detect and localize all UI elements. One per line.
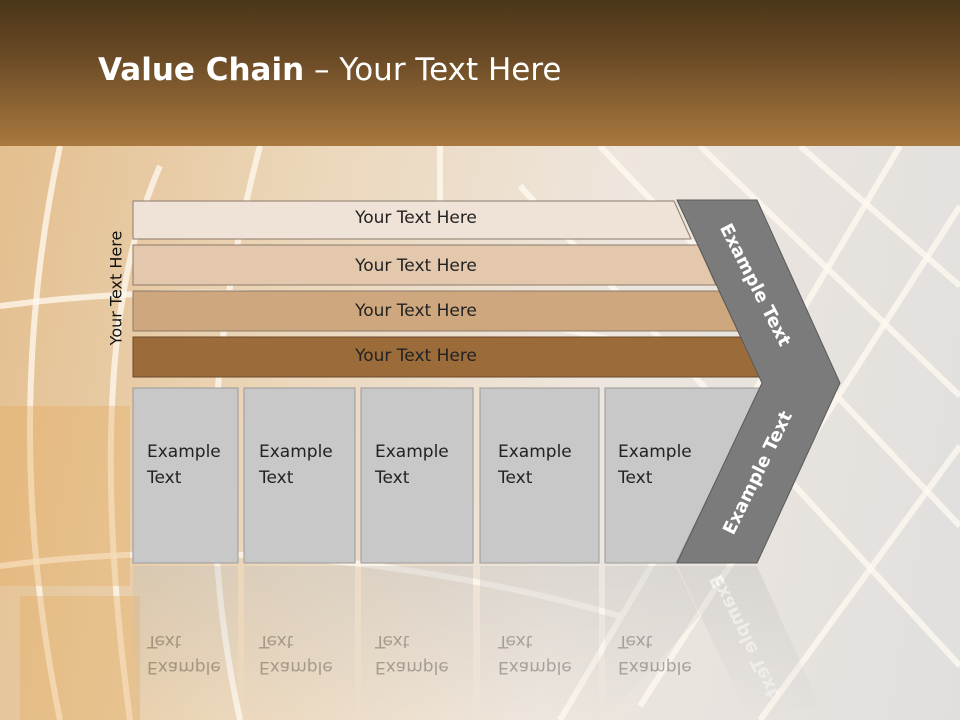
reflection-box-3 (361, 566, 473, 720)
example-box-3 (360, 387, 474, 564)
title-bold: Value Chain (98, 52, 305, 88)
reflection-text-2: Example Text (259, 628, 333, 680)
reflection-text-5: Example Text (618, 628, 692, 680)
reflection-text-3-line2: Text (375, 631, 410, 651)
box-text-3-line2: Text (375, 468, 410, 488)
example-box-1 (132, 387, 239, 564)
box-text-4-line1: Example (498, 442, 572, 462)
reflection-box-4 (480, 566, 599, 720)
box-text-1-line2: Text (147, 468, 182, 488)
example-box-2 (243, 387, 356, 564)
reflection-text-2-line2: Text (259, 631, 294, 651)
row-bar-1 (132, 200, 692, 240)
reflection-text-2-line1: Example (259, 657, 333, 677)
reflection-text-4-line2: Text (498, 631, 533, 651)
row-label-2: Your Text Here (355, 256, 477, 276)
row-label-4: Your Text Here (355, 346, 477, 366)
reflection-text-4-line1: Example (498, 657, 572, 677)
example-box-4 (479, 387, 600, 564)
reflection-text-5-line2: Text (618, 631, 653, 651)
box-text-5-line1: Example (618, 442, 692, 462)
box-text-2-line1: Example (259, 442, 333, 462)
box-text-4-line2: Text (498, 468, 533, 488)
reflection-text-1-line2: Text (147, 631, 182, 651)
reflection-text-3-line1: Example (375, 657, 449, 677)
reflection-text-3: Example Text (375, 628, 449, 680)
reflection-text-1-line1: Example (147, 657, 221, 677)
example-box-5 (604, 387, 762, 564)
reflection-box-2 (244, 566, 355, 720)
slide-title: Value Chain – Your Text Here (98, 52, 561, 88)
box-text-5-line2: Text (618, 468, 653, 488)
reflection-box-1 (133, 566, 238, 720)
reflection-text-4: Example Text (498, 628, 572, 680)
diagram-reflection: Example Text Example Text Example Text Exam… (0, 566, 960, 720)
title-rest: – Your Text Here (304, 52, 562, 88)
box-text-1-line1: Example (147, 442, 221, 462)
header-band: Value Chain – Your Text Here (0, 0, 960, 146)
box-text-2-line2: Text (259, 468, 294, 488)
reflection-text-5-line1: Example (618, 657, 692, 677)
reflection-box-5 (605, 566, 700, 720)
reflection-text-1: Example Text (147, 628, 221, 680)
row-label-1: Your Text Here (355, 208, 477, 228)
reflection-arrow (677, 566, 820, 720)
row-label-3: Your Text Here (355, 301, 477, 321)
box-text-3-line1: Example (375, 442, 449, 462)
chevron-arrow (676, 199, 841, 564)
reflection-shapes (133, 566, 820, 720)
